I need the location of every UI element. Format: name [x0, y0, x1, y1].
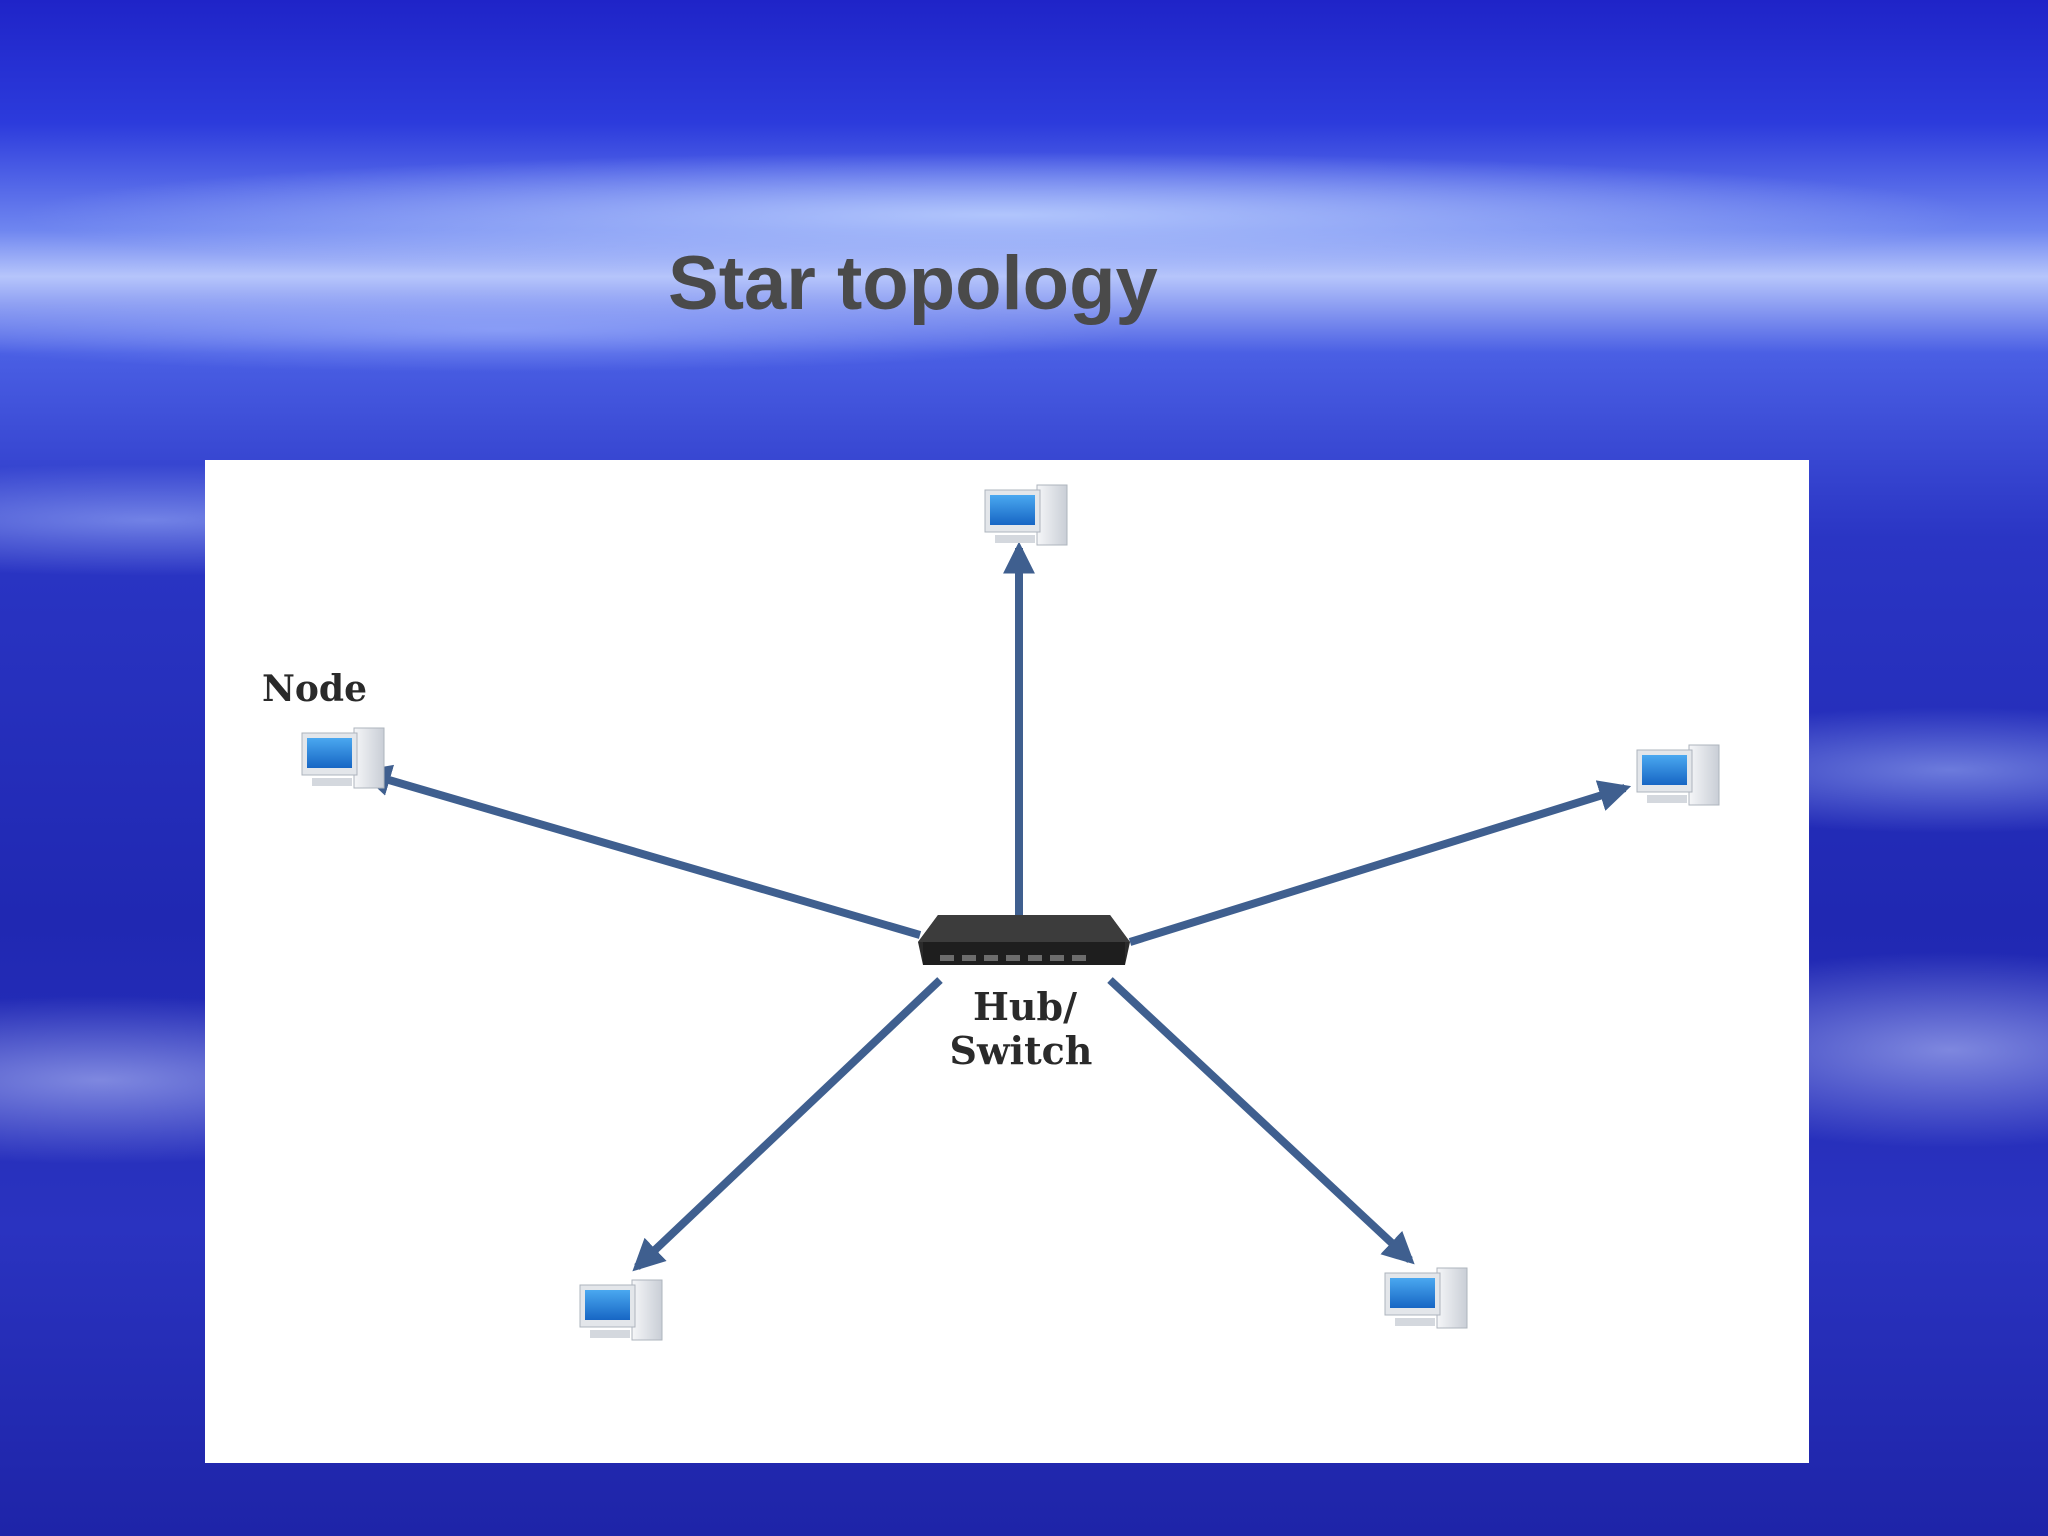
network-switch-icon [918, 915, 1130, 965]
hub-label-line1: Hub/ [973, 984, 1077, 1029]
link-left [358, 764, 922, 939]
node-label: Node [262, 668, 367, 710]
desktop-computer-icon [1384, 1267, 1468, 1329]
link-bottom-right [1107, 977, 1415, 1265]
desktop-computer-icon [984, 484, 1068, 546]
link-right [1128, 780, 1632, 946]
star-topology-diagram: Hub/ Switch Node [262, 484, 1720, 1341]
desktop-computer-icon [1636, 744, 1720, 806]
slide-title: Star topology [668, 241, 1158, 326]
desktop-computer-icon [301, 727, 385, 789]
desktop-computer-icon [579, 1279, 663, 1341]
diagram-panel: Hub/ Switch Node [205, 460, 1809, 1463]
links [358, 541, 1632, 1272]
link-bottom-left [632, 977, 943, 1272]
hub-label-line2: Switch [950, 1028, 1093, 1073]
